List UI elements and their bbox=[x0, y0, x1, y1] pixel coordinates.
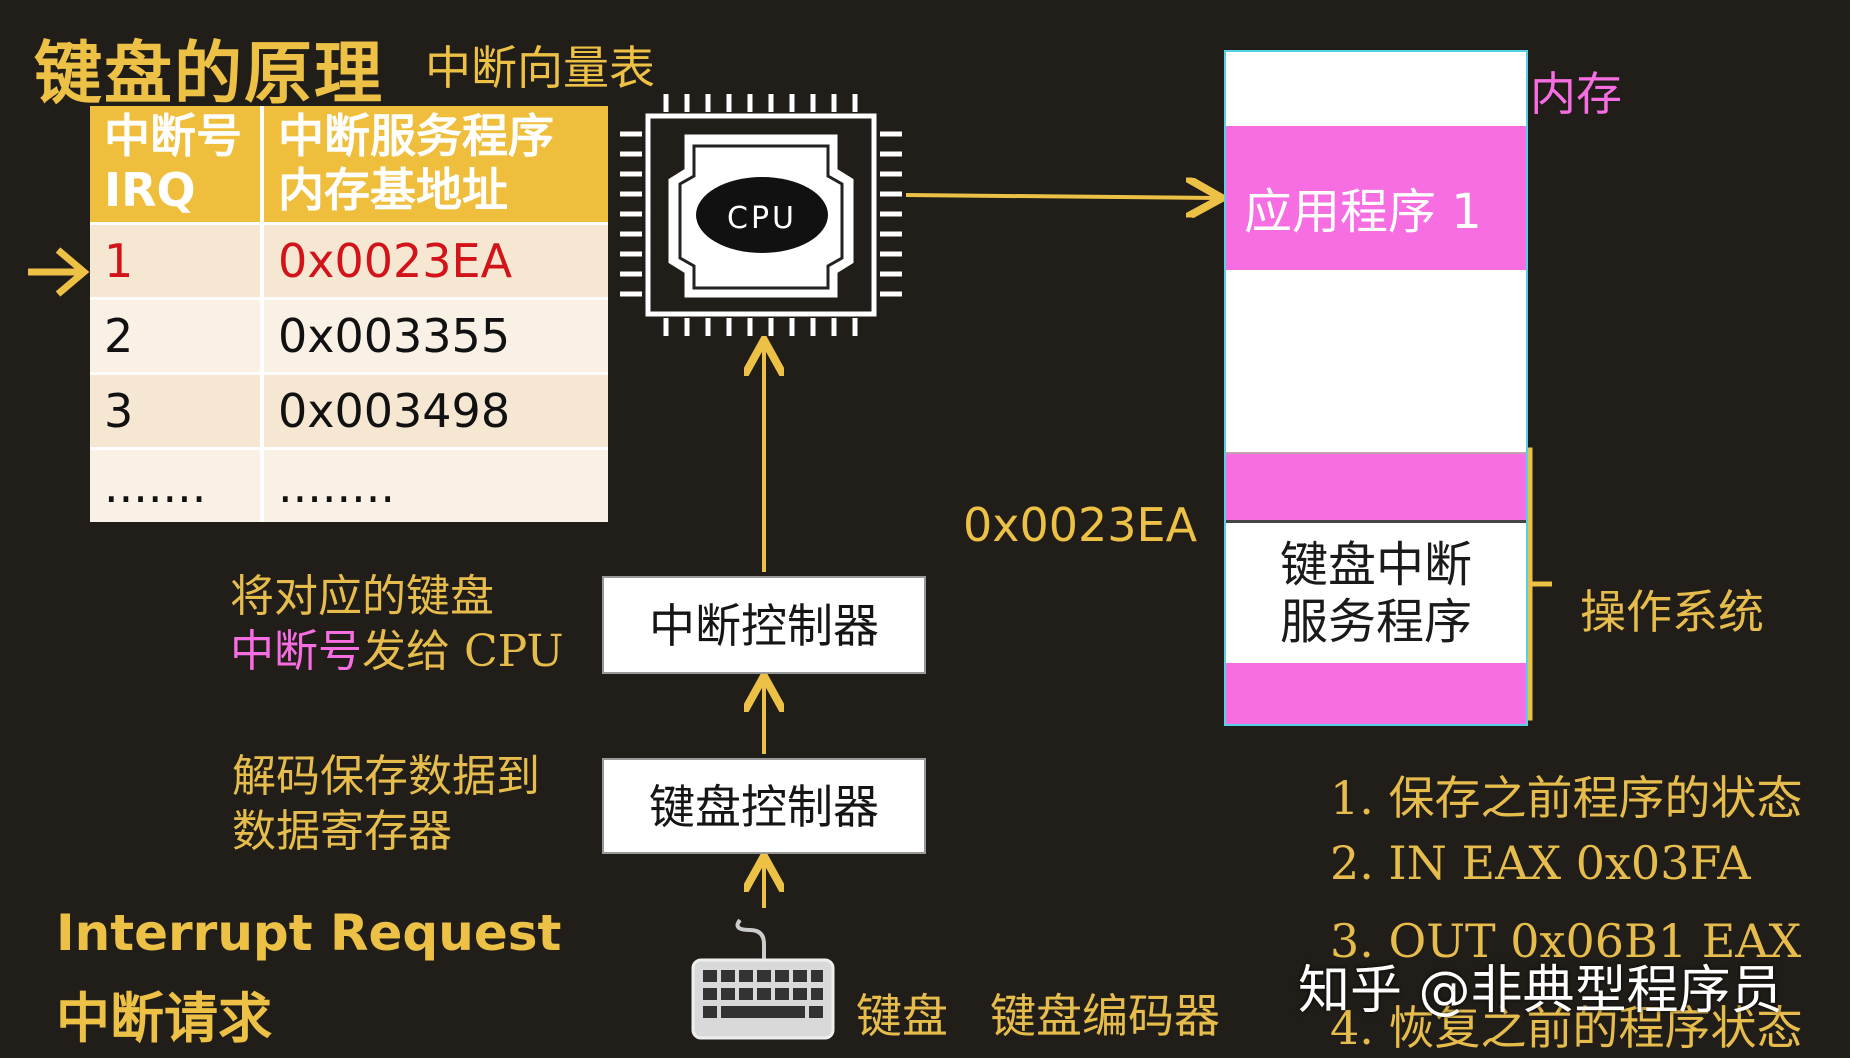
address-cell: ........ bbox=[262, 446, 608, 522]
send-irq-rest: 发给 CPU bbox=[362, 625, 564, 677]
irq-cell: ....... bbox=[90, 446, 264, 522]
irq-cell: 2 bbox=[90, 296, 264, 374]
irq-cell: 1 bbox=[90, 221, 264, 299]
cpu-chip-icon: CPU bbox=[620, 94, 902, 336]
watermark: 知乎 @非典型程序员 bbox=[1298, 961, 1783, 1021]
cpu-label: CPU bbox=[727, 201, 797, 236]
decode-line1: 解码保存数据到 bbox=[232, 751, 540, 802]
isr-step-1: 1. 保存之前程序的状态 bbox=[1330, 771, 1803, 825]
table-row: 2 0x003355 bbox=[90, 296, 608, 374]
memory-app-segment: 应用程序 1 bbox=[1226, 126, 1526, 270]
irq-highlight: 中断号 bbox=[230, 625, 362, 677]
table-row: 1 0x0023EA bbox=[90, 221, 608, 299]
interrupt-request-cn: 中断请求 bbox=[56, 987, 272, 1050]
keyboard-controller-box: 键盘控制器 bbox=[602, 758, 926, 854]
address-cell: 0x0023EA bbox=[262, 221, 608, 299]
memory-os-segment-top bbox=[1226, 452, 1526, 522]
isr-step-2: 2. IN EAX 0x03FA bbox=[1330, 836, 1751, 890]
page-title: 键盘的原理 bbox=[34, 35, 385, 114]
decode-line2: 数据寄存器 bbox=[232, 805, 452, 857]
irq-cell: 3 bbox=[90, 371, 264, 449]
keyboard-encoder-label: 键盘编码器 bbox=[990, 989, 1220, 1043]
interrupt-request-en: Interrupt Request bbox=[56, 904, 562, 962]
memory-isr-segment: 键盘中断 服务程序 bbox=[1226, 520, 1526, 666]
decode-caption: 解码保存数据到 数据寄存器 bbox=[232, 750, 540, 859]
table-row: ....... ........ bbox=[90, 446, 608, 522]
memory-label: 内存 bbox=[1530, 67, 1622, 121]
keyboard-label: 键盘 bbox=[856, 989, 948, 1043]
memory-os-segment-bottom bbox=[1226, 663, 1526, 724]
page-subtitle: 中断向量表 bbox=[425, 41, 655, 95]
isr-step-3: 3. OUT 0x06B1 EAX bbox=[1330, 914, 1802, 968]
memory-app-label: 应用程序 1 bbox=[1244, 184, 1482, 240]
keyboard-icon bbox=[691, 918, 835, 1040]
os-label: 操作系统 bbox=[1580, 585, 1764, 639]
send-irq-caption: 将对应的键盘 中断号发给 CPU bbox=[230, 570, 564, 679]
memory-block: 应用程序 1 键盘中断 服务程序 bbox=[1224, 50, 1528, 726]
table-header-row: 中断号 IRQ 中断服务程序 内存基地址 bbox=[90, 106, 608, 224]
interrupt-controller-box: 中断控制器 bbox=[602, 576, 926, 674]
isr-address-label: 0x0023EA bbox=[963, 498, 1198, 552]
cpu-to-memory-arrow bbox=[905, 195, 1218, 198]
memory-isr-label: 键盘中断 服务程序 bbox=[1279, 537, 1472, 650]
table-header-irq: 中断号 IRQ bbox=[90, 106, 264, 224]
right-arrow-icon bbox=[28, 247, 90, 297]
address-cell: 0x003355 bbox=[262, 296, 608, 374]
address-cell: 0x003498 bbox=[262, 371, 608, 449]
interrupt-vector-table: 中断号 IRQ 中断服务程序 内存基地址 1 0x0023EA 2 0x0033… bbox=[90, 106, 608, 522]
isr-step-4: 4. 恢复之前的程序状态 bbox=[1330, 1001, 1803, 1055]
table-header-address: 中断服务程序 内存基地址 bbox=[262, 106, 608, 224]
table-row: 3 0x003498 bbox=[90, 371, 608, 449]
send-irq-line1: 将对应的键盘 bbox=[230, 571, 494, 622]
